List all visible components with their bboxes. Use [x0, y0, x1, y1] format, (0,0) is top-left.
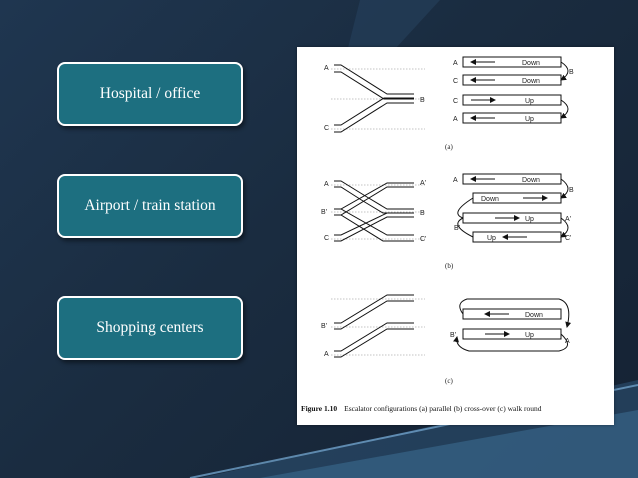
diagram-a-box4-text: Up — [525, 116, 534, 123]
diagram-b-sublabel: (b) — [445, 262, 454, 270]
diagram-a-label-b: B — [420, 97, 425, 104]
diagram-b-label-b: B — [420, 210, 425, 217]
diagram-b-box3-right: A' — [565, 216, 571, 223]
diagram-a-box4-left: A — [453, 116, 458, 123]
diagram-c-label-bprime: B' — [321, 323, 327, 330]
diagram-a-loop-label: B — [569, 69, 574, 76]
diagram-c-loop-label: A — [565, 338, 570, 345]
hospital-office-box: Hospital / office — [57, 62, 243, 126]
diagram-b-label-aprime: A' — [420, 180, 426, 187]
diagram-b-label-c: C — [324, 235, 329, 242]
diagram-b-label-cprime: C' — [420, 236, 426, 243]
figure-caption: Figure 1.10 Escalator configurations (a)… — [301, 398, 542, 415]
diagram-b-loop-label-bprime: B' — [454, 225, 460, 232]
diagram-b-box2-text: Down — [481, 196, 499, 203]
diagram-b-label-bprime: B' — [321, 209, 327, 216]
diagram-a-box1-text: Down — [522, 60, 540, 67]
diagram-a-box1-left: A — [453, 60, 458, 67]
diagram-a-box2-text: Down — [522, 78, 540, 85]
diagram-a-sublabel: (a) — [445, 143, 453, 151]
diagram-a-label-c: C — [324, 125, 329, 132]
diagram-a-label-a: A — [324, 65, 329, 72]
diagram-a-box2-left: C — [453, 78, 458, 85]
shopping-centers-label: Shopping centers — [96, 319, 204, 336]
escalator-configurations-figure: A C B (a) A Down C Down C Up A Up B A B'… — [297, 47, 614, 425]
diagram-b-loop-label-b: B — [569, 187, 574, 194]
diagram-c-label-a: A — [324, 351, 329, 358]
figure-caption-text: Escalator configurations (a) parallel (b… — [344, 404, 542, 413]
diagram-c-box2-text: Up — [525, 332, 534, 339]
airport-train-station-box: Airport / train station — [57, 174, 243, 238]
diagram-b-label-a: A — [324, 181, 329, 188]
diagram-b-box4-text: Up — [487, 235, 496, 242]
diagram-c-escalators — [334, 294, 414, 358]
diagram-a-escalators — [334, 64, 414, 133]
diagram-c-box2-left: B' — [450, 332, 456, 339]
hospital-office-label: Hospital / office — [99, 85, 201, 102]
diagram-b-escalators — [334, 180, 414, 242]
diagram-c-box1-text: Down — [525, 312, 543, 319]
diagram-c-sublabel: (c) — [445, 377, 453, 385]
shopping-centers-box: Shopping centers — [57, 296, 243, 360]
diagram-b-box1-text: Down — [522, 177, 540, 184]
diagram-b-box4-right: C' — [565, 235, 571, 242]
diagram-a-box3-left: C — [453, 98, 458, 105]
figure-caption-number: Figure 1.10 — [301, 404, 337, 413]
airport-train-station-label: Airport / train station — [84, 197, 216, 214]
diagram-b-box1-left: A — [453, 177, 458, 184]
diagram-b-box3-text: Up — [525, 216, 534, 223]
diagram-a-box3-text: Up — [525, 98, 534, 105]
